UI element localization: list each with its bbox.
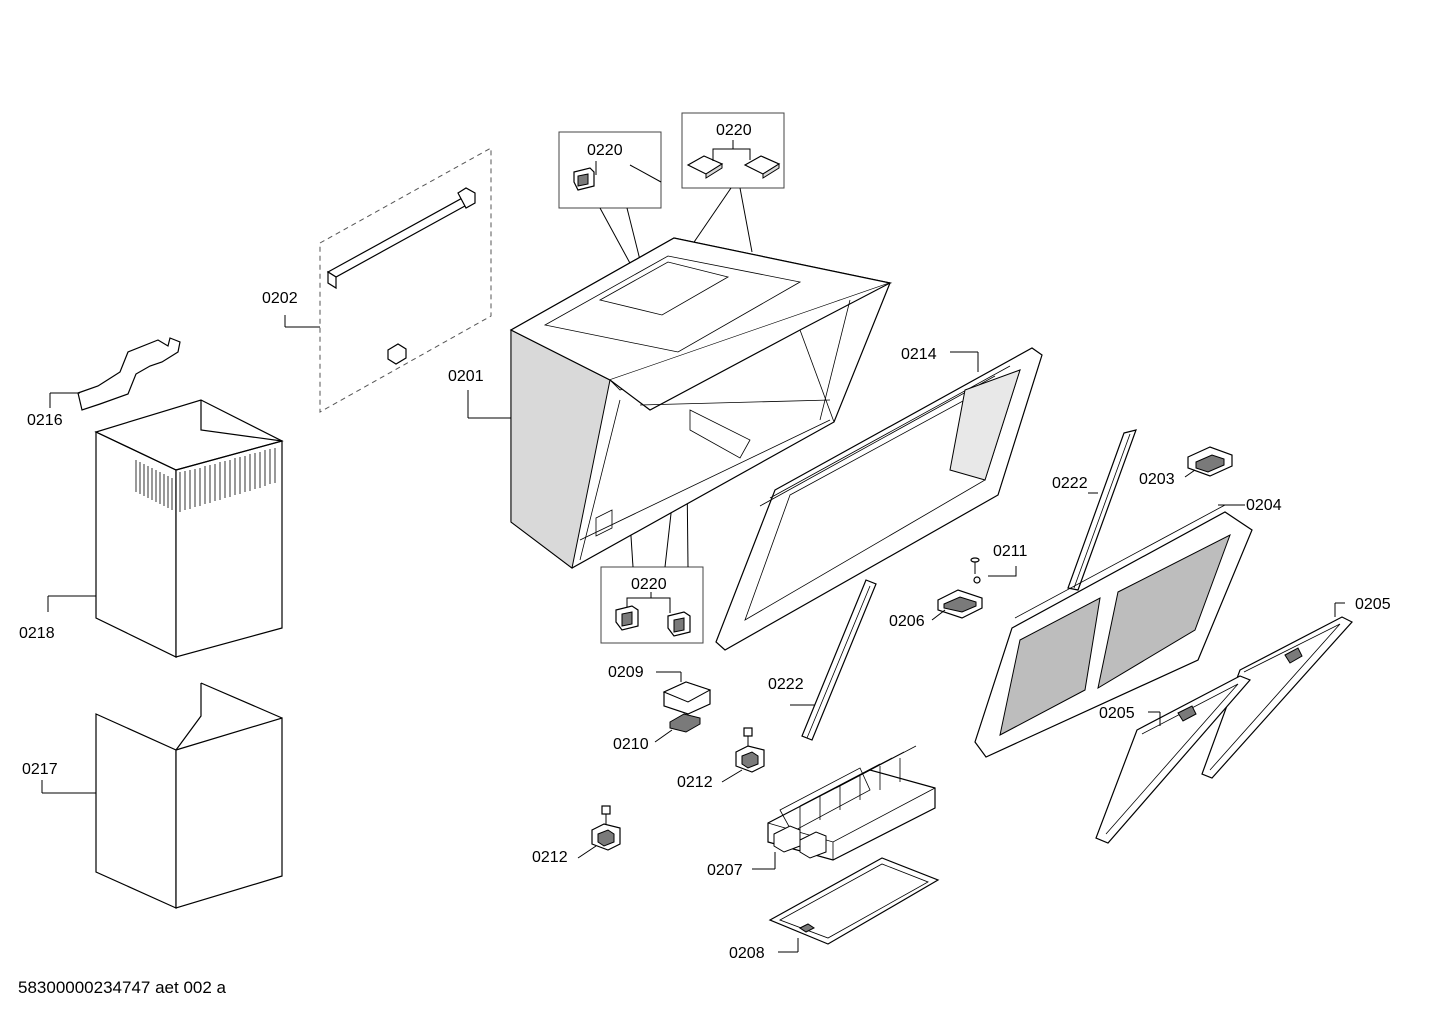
part-0208-filter-frame	[768, 857, 940, 953]
part-0211-screw	[970, 557, 1017, 584]
label-0206: 0206	[889, 613, 925, 630]
label-0205-left: 0205	[1099, 705, 1135, 722]
label-0210: 0210	[613, 736, 649, 753]
label-0218: 0218	[19, 625, 55, 642]
label-0211: 0211	[993, 543, 1028, 560]
label-0214: 0214	[901, 346, 937, 363]
label-0222-lower: 0222	[768, 676, 804, 693]
detail-box-0220-top-left	[558, 131, 662, 209]
part-0203-latch	[1184, 446, 1233, 478]
label-0208: 0208	[729, 945, 765, 962]
part-labels: 0220 0220 0220 0202 0201 0216 0214 0222 …	[19, 122, 1391, 962]
document-id: 58300000234747 aet 002 a	[18, 978, 226, 997]
part-0205-panel-left	[1095, 675, 1252, 844]
part-0222-profile-lower	[790, 579, 877, 741]
vent-slots	[135, 448, 276, 512]
label-0216: 0216	[27, 412, 63, 429]
label-0222-upper: 0222	[1052, 475, 1088, 492]
part-0210-board	[654, 713, 701, 743]
label-0220-top-left: 0220	[587, 142, 623, 159]
label-0217: 0217	[22, 761, 58, 778]
detail-box-0220-bottom	[600, 566, 704, 644]
label-0212-b: 0212	[532, 849, 568, 866]
label-0220-bottom: 0220	[631, 576, 667, 593]
label-0204: 0204	[1246, 497, 1282, 514]
label-0220-top-right: 0220	[716, 122, 752, 139]
part-0217-lower-chimney	[41, 682, 283, 909]
part-0205-panel-right	[1201, 602, 1353, 779]
part-0206-clip	[931, 589, 983, 621]
part-0212-lamp-a	[721, 727, 765, 783]
label-0201: 0201	[448, 368, 484, 385]
label-0205-right: 0205	[1355, 596, 1391, 613]
part-0212-lamp-b	[577, 805, 621, 859]
label-0212-a: 0212	[677, 774, 713, 791]
part-0222-profile-upper	[1067, 429, 1137, 591]
part-0204-grease-filter	[974, 504, 1253, 758]
label-0207: 0207	[707, 862, 743, 879]
part-0207-blower-unit	[752, 745, 936, 870]
part-0209-module	[656, 671, 712, 715]
part-0202-wall-bracket	[284, 147, 492, 413]
part-0214-glass-frame	[715, 347, 1043, 651]
label-0209: 0209	[608, 664, 644, 681]
blower-fins	[773, 745, 917, 859]
part-0218-upper-chimney	[47, 399, 284, 658]
detail-box-0220-top-right	[681, 112, 785, 189]
part-0216-duct-bracket	[49, 337, 181, 411]
label-0203: 0203	[1139, 471, 1175, 488]
label-0202: 0202	[262, 290, 298, 307]
part-0201-housing	[467, 237, 893, 569]
